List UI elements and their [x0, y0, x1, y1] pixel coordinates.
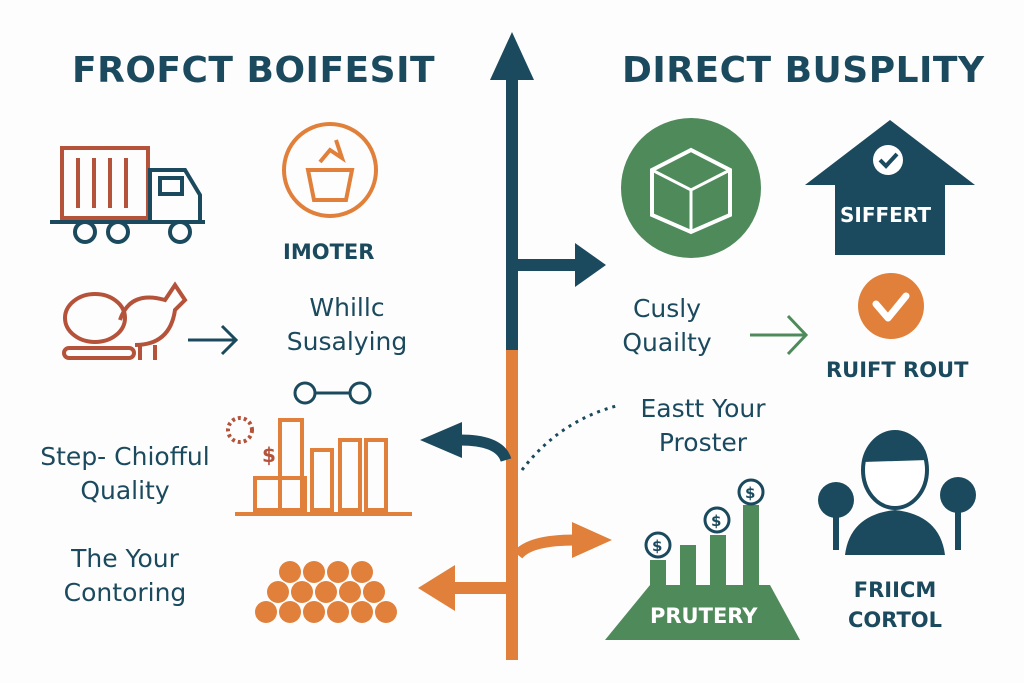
left-heading: FROFCT BOIFESIT — [72, 50, 436, 91]
siffert-label: SIFFERT — [840, 203, 931, 227]
basket-icon — [282, 122, 378, 218]
branch-arrow-left-bottom — [418, 565, 506, 611]
check-circle-icon — [858, 273, 924, 339]
label-line: The Your — [71, 544, 179, 573]
label-line: Eastt Your — [640, 394, 766, 423]
branch-arrow-left-mid — [420, 422, 512, 463]
label-line: Cusly — [632, 294, 702, 323]
label-line: Quailty — [622, 328, 712, 357]
label-line: Quality — [80, 476, 170, 505]
label-line: Proster — [658, 428, 748, 457]
label-line: CORTOL — [847, 608, 943, 632]
arrow-right-icon — [188, 324, 239, 356]
dotted-connector — [520, 403, 621, 471]
logs-icon — [255, 561, 397, 623]
prutery-label: PRUTERY — [650, 604, 758, 628]
coin-stacks-icon: $ $ $ — [605, 478, 800, 640]
central-axis-arrow — [490, 32, 534, 660]
ruift-rout-label: RUIFT ROUT — [826, 358, 969, 382]
person-icon — [818, 430, 976, 555]
the-your-label: The Your Contoring — [45, 542, 205, 610]
truck-icon — [50, 146, 205, 244]
house-check-icon — [805, 120, 975, 255]
label-line: Whillc — [309, 293, 385, 322]
step-chiofful-label: Step- Chiofful Quality — [30, 440, 220, 508]
label-line: Step- Chiofful — [40, 442, 210, 471]
whillc-label: Whillc Susalying — [282, 291, 412, 359]
svg-text:$: $ — [711, 512, 721, 530]
right-heading: DIRECT BUSPLITY — [622, 50, 985, 91]
friicm-label: FRIICM CORTOL — [840, 575, 950, 635]
label-line: FRIICM — [853, 578, 937, 602]
label-line: Contoring — [63, 578, 187, 607]
eastt-label: Eastt Your Proster — [628, 392, 778, 460]
chicken-icon — [62, 281, 188, 360]
branch-arrow-right-bottom — [513, 522, 612, 559]
svg-text:$: $ — [262, 443, 276, 467]
arrow-right-green-icon — [750, 314, 809, 356]
svg-text:$: $ — [652, 537, 662, 555]
package-icon — [621, 118, 761, 258]
label-line: Susalying — [286, 327, 408, 356]
factory-icon: $ — [226, 381, 412, 516]
branch-arrow-right-top — [518, 243, 606, 287]
cusly-label: Cusly Quailty — [612, 292, 722, 360]
imoter-label: IMOTER — [283, 240, 375, 264]
svg-text:$: $ — [745, 484, 755, 502]
